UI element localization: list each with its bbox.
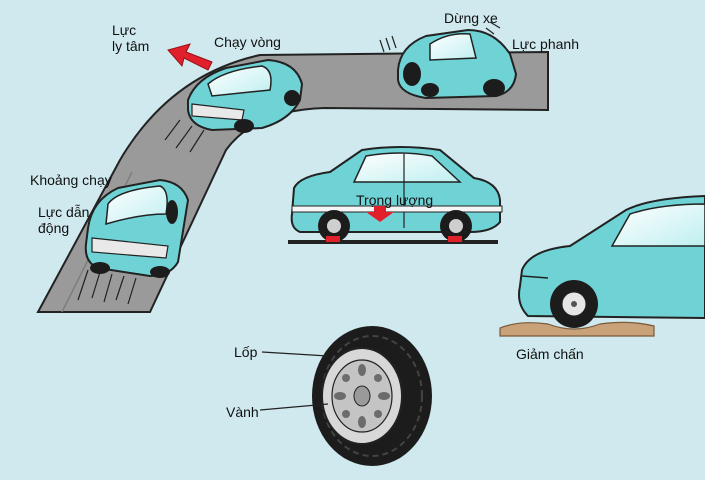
label-cornering: Chạy vòng [214,34,281,50]
label-weight: Trọng lượng [356,192,434,208]
label-shock-absorbing: Giảm chấn [516,346,584,362]
braking-marks [379,21,501,53]
label-tire: Lốp [234,344,258,360]
motion-lines [77,119,205,305]
label-stopping: Dừng xe [444,10,498,26]
tire-leader-line [261,351,329,357]
car-driving [84,178,190,278]
car-cornering [187,58,304,133]
label-rim: Vành [226,404,259,420]
label-driving-force: Lực dẫn động [38,204,90,236]
rim-leader-line [259,403,329,411]
car-stopping [397,28,518,100]
car-shock-absorbing [499,194,705,337]
centrifugal-force-arrow [167,43,213,71]
tire-wheel [312,326,432,466]
car-weight [288,146,503,244]
label-braking-force: Lực phanh [512,36,579,52]
label-centrifugal-force: Lực ly tâm [112,22,150,54]
label-running: Khoảng chạy [30,172,112,188]
weight-arrow [366,206,394,222]
